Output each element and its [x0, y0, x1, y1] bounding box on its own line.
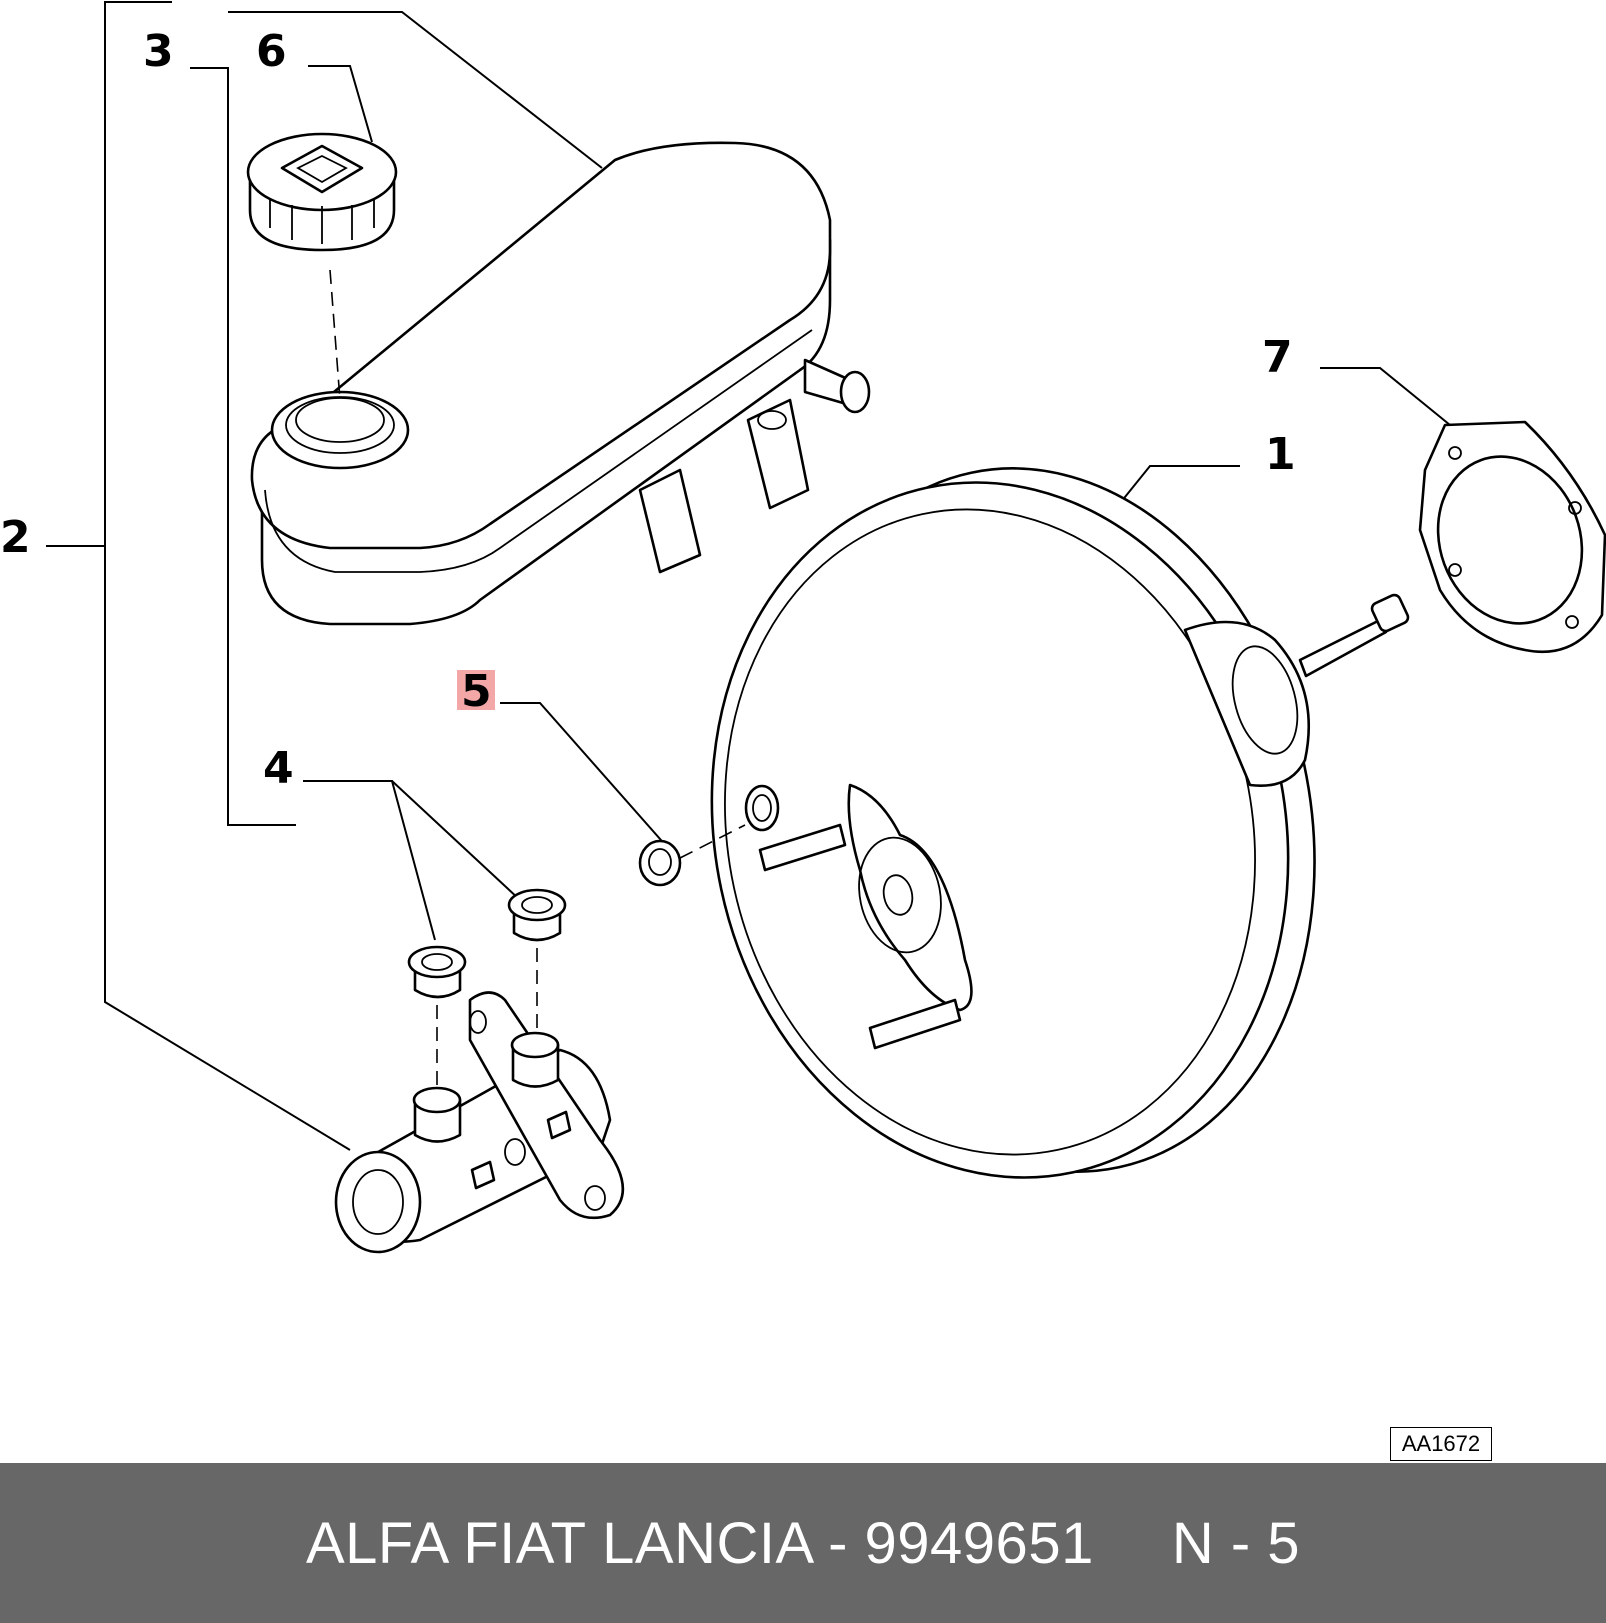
- callout-highlight: [457, 670, 495, 710]
- leader-lines: [46, 1, 1451, 1151]
- callout-3: 3: [143, 26, 174, 77]
- callout-5: 5: [461, 666, 492, 717]
- exploded-parts-diagram: 1 2 3 4 5 6 7: [0, 1, 1606, 1254]
- booster-gasket: [1418, 420, 1606, 654]
- seal-ring: [638, 839, 682, 887]
- master-cylinder: [334, 991, 625, 1254]
- footer-bar: ALFA FIAT LANCIA - 9949651 N - 5: [0, 1463, 1606, 1623]
- fluid-reservoir: [250, 141, 871, 626]
- callout-7: 7: [1262, 332, 1293, 383]
- axis-line-seal: [679, 824, 746, 859]
- axis-line-cap: [329, 269, 341, 401]
- footer-position-label: N - 5: [1171, 1510, 1301, 1576]
- reservoir-cap: [246, 132, 398, 252]
- callout-4: 4: [263, 743, 294, 794]
- grommet-right: [507, 888, 567, 942]
- grommet-left: [407, 945, 467, 999]
- footer-brand-part-number: ALFA FIAT LANCIA - 9949651: [305, 1510, 1094, 1576]
- diagram-reference-code: AA1672: [1390, 1427, 1492, 1461]
- callout-1: 1: [1265, 429, 1296, 480]
- brake-booster: [710, 467, 1410, 1179]
- callout-2: 2: [0, 512, 31, 563]
- callout-6: 6: [256, 26, 287, 77]
